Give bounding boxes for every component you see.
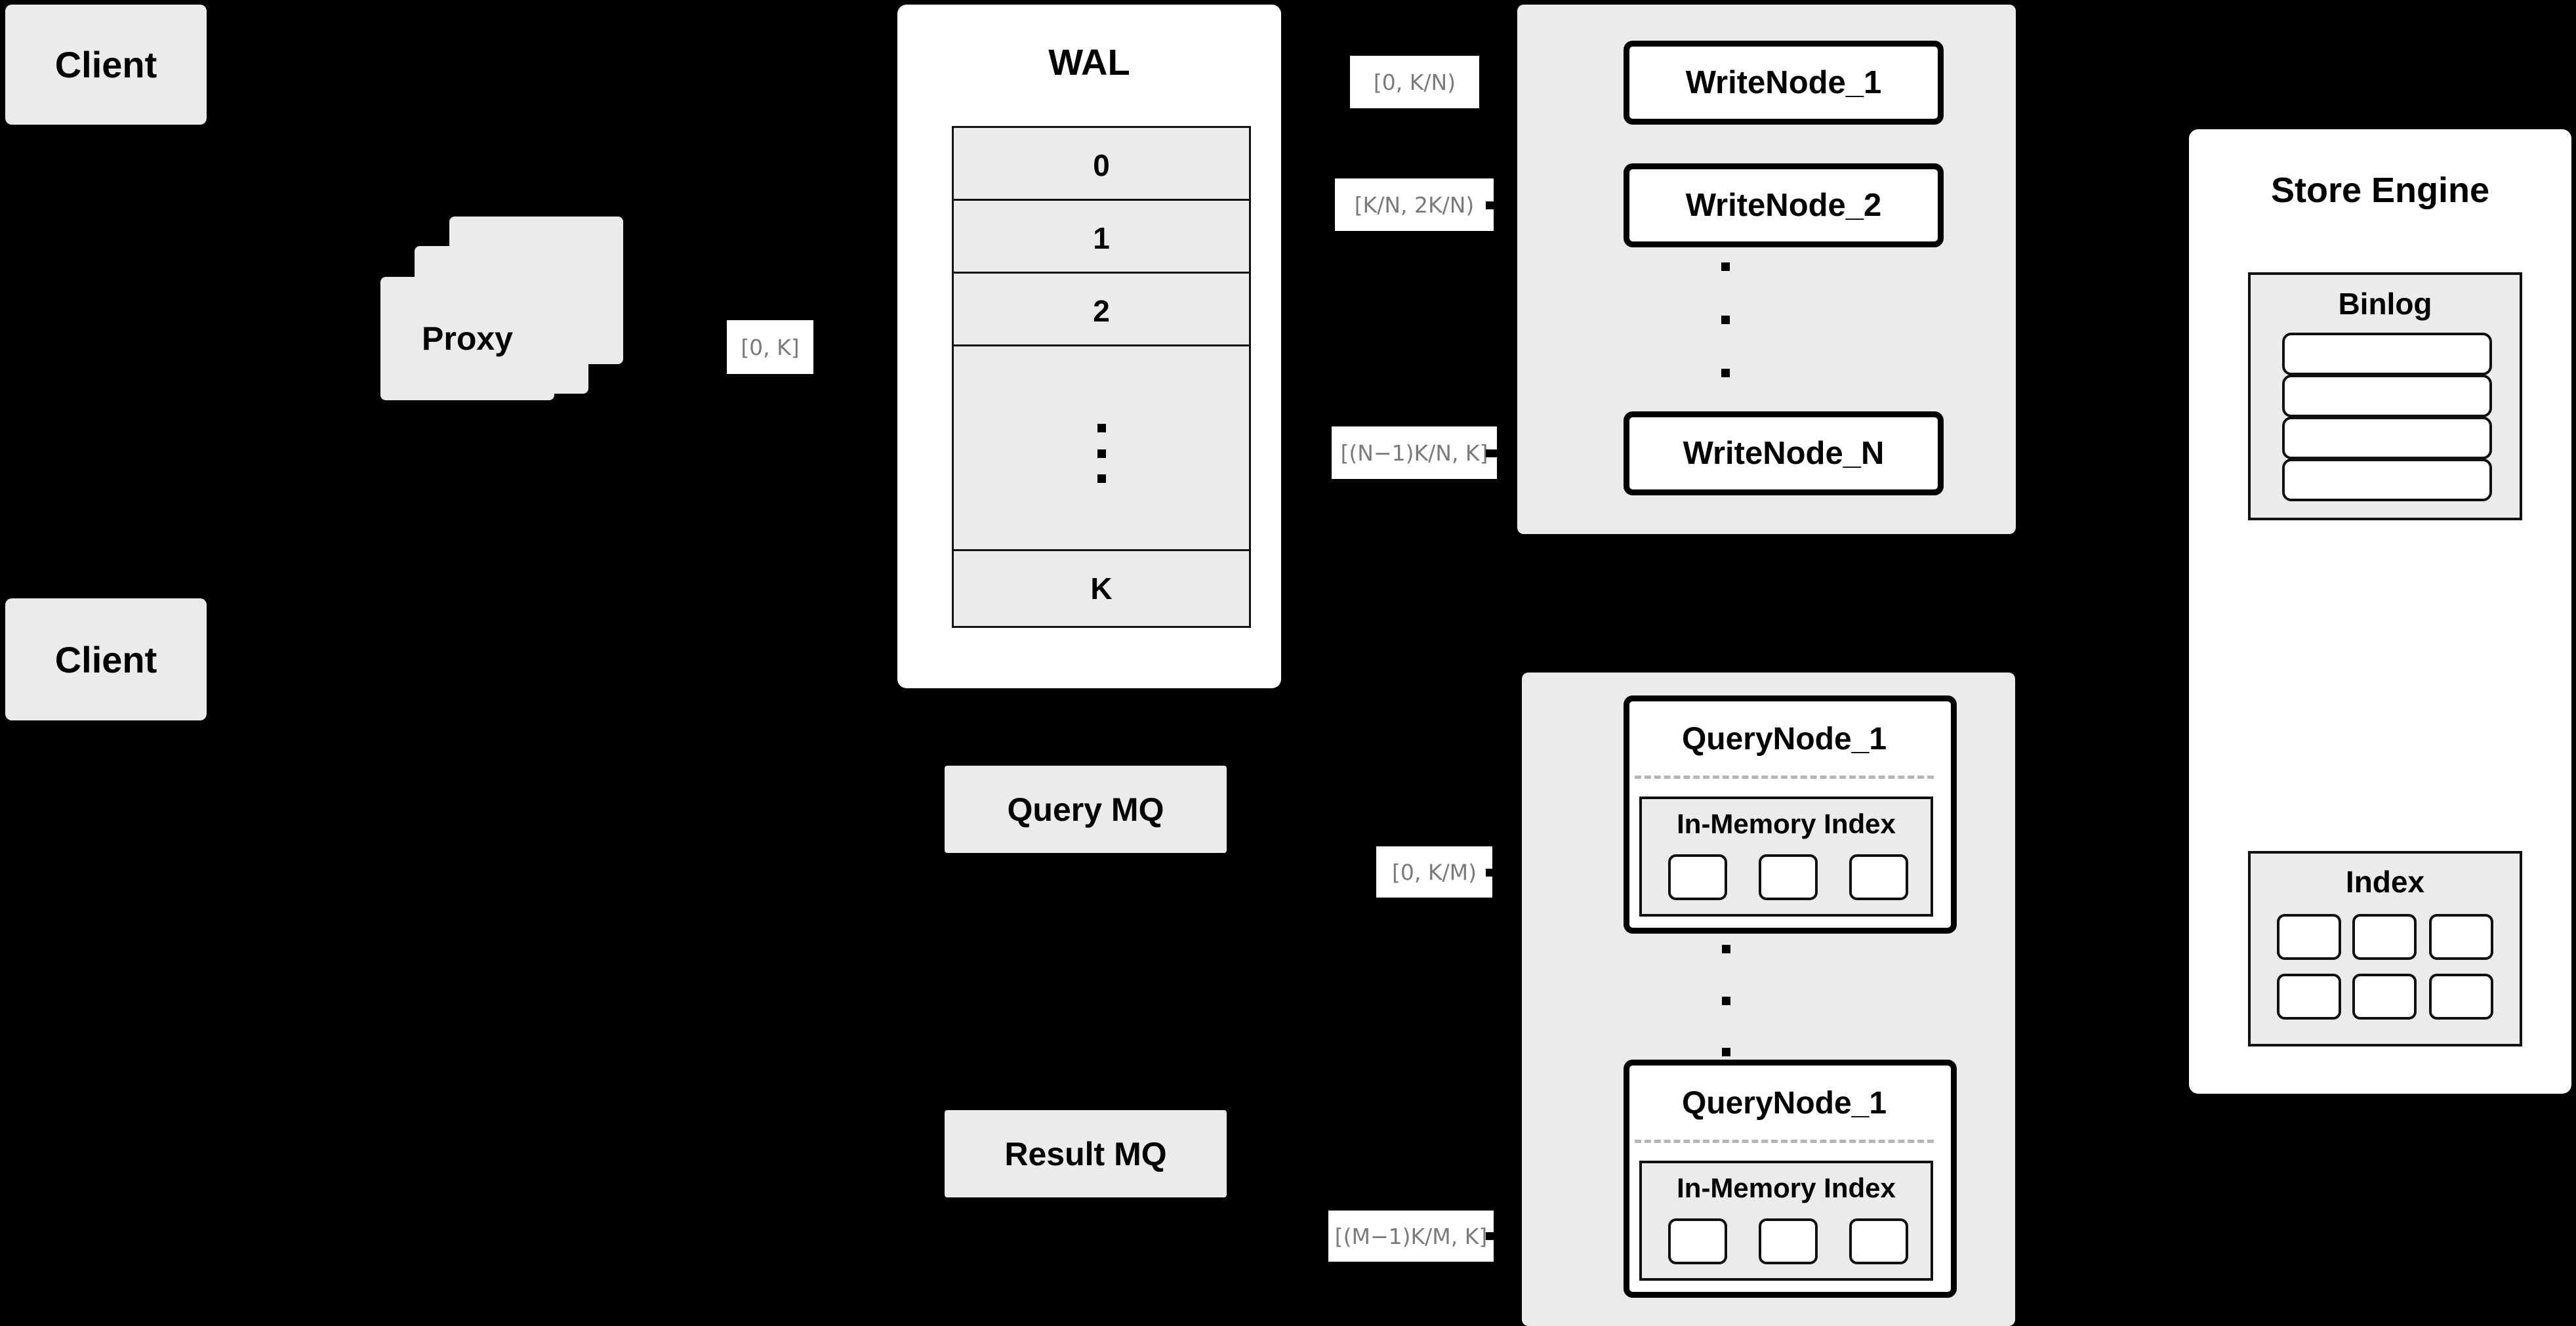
dot [1097, 449, 1106, 458]
binlog-row[interactable] [2282, 417, 2492, 459]
tag-query-node-m: [(M−1)K/M, K] [1328, 1211, 1494, 1262]
tag-query-node-1-text: [0, K/M) [1392, 859, 1477, 885]
index-slot[interactable] [1668, 854, 1727, 900]
query-mq-label: Query MQ [1007, 791, 1164, 828]
query-node-1-index-title: In-Memory Index [1677, 808, 1896, 839]
binlog-row[interactable] [2282, 333, 2492, 375]
wal-row-k[interactable]: K [952, 549, 1251, 628]
query-node-m-divider [1635, 1140, 1934, 1143]
write-node-cluster: WriteNode_1 WriteNode_2 WriteNode_N [1517, 5, 2016, 534]
result-mq-box[interactable]: Result MQ [945, 1110, 1227, 1197]
query-cluster-ellipsis-dots [1722, 945, 1730, 1056]
query-node-1-inmemory-index: In-Memory Index [1639, 797, 1933, 917]
wal-row-ellipsis [952, 344, 1251, 555]
store-index-slot[interactable] [2277, 914, 2341, 960]
query-node-1-title: QueryNode_1 [1681, 722, 1887, 756]
wal-ellipsis-dots [1097, 424, 1106, 483]
index-slot[interactable] [1668, 1218, 1727, 1264]
query-node-1[interactable]: QueryNode_1 In-Memory Index [1624, 695, 1957, 934]
store-engine-panel: Store Engine Binlog Index [2189, 129, 2571, 1094]
wal-row-0[interactable]: 0 [952, 126, 1251, 205]
wal-rows: 0 1 2 K [952, 126, 1251, 628]
write-node-1[interactable]: WriteNode_1 [1624, 41, 1944, 125]
index-slot[interactable] [1759, 1218, 1818, 1264]
query-node-m[interactable]: QueryNode_1 In-Memory Index [1624, 1060, 1957, 1298]
wal-title: WAL [1048, 41, 1130, 83]
binlog-box: Binlog [2248, 272, 2522, 520]
query-node-m-index-title: In-Memory Index [1677, 1172, 1896, 1203]
dot [1722, 945, 1730, 953]
wal-row-2[interactable]: 2 [952, 272, 1251, 350]
dot [1722, 996, 1730, 1005]
index-slot[interactable] [1759, 854, 1818, 900]
store-index-box: Index [2248, 851, 2522, 1046]
tag-proxy-to-wal-text: [0, K] [741, 334, 800, 360]
tag-query-node-1: [0, K/M) [1376, 846, 1492, 898]
query-node-m-inmemory-index: In-Memory Index [1639, 1161, 1933, 1281]
result-mq-label: Result MQ [1004, 1135, 1167, 1172]
store-index-slot[interactable] [2429, 914, 2493, 960]
store-index-title: Index [2345, 865, 2425, 899]
client-label-2: Client [54, 638, 157, 680]
store-index-slot[interactable] [2352, 914, 2417, 960]
client-label-1: Client [54, 44, 157, 85]
index-slot[interactable] [1849, 1218, 1908, 1264]
client-box-2[interactable]: Client [5, 598, 207, 720]
dot [1097, 424, 1106, 432]
proxy-card-front[interactable]: Proxy [380, 277, 554, 400]
write-node-2[interactable]: WriteNode_2 [1624, 163, 1944, 247]
binlog-row[interactable] [2282, 459, 2492, 501]
store-index-slot[interactable] [2429, 974, 2493, 1020]
proxy-label: Proxy [422, 320, 513, 357]
tag-write-node-1: [0, K/N) [1350, 56, 1479, 108]
tag-write-node-n-text: [(N−1)K/N, K] [1340, 440, 1488, 466]
store-index-slot[interactable] [2277, 974, 2341, 1020]
store-index-slot[interactable] [2352, 974, 2417, 1020]
dot [1721, 316, 1730, 324]
query-mq-box[interactable]: Query MQ [945, 766, 1227, 853]
wal-panel: WAL 0 1 2 K [897, 5, 1281, 688]
write-cluster-ellipsis-dots [1721, 262, 1730, 377]
tag-proxy-to-wal: [0, K] [727, 320, 813, 374]
wal-row-1[interactable]: 1 [952, 199, 1251, 278]
proxy-stack[interactable]: Proxy [380, 217, 669, 433]
tag-query-node-m-text: [(M−1)K/M, K] [1334, 1223, 1488, 1249]
tag-write-node-2: [K/N, 2K/N) [1335, 178, 1494, 231]
query-node-cluster: QueryNode_1 In-Memory Index QueryNode_1 [1522, 673, 2015, 1326]
index-slot[interactable] [1849, 854, 1908, 900]
dot [1722, 1048, 1730, 1056]
store-engine-title: Store Engine [2270, 171, 2490, 210]
tag-write-node-1-text: [0, K/N) [1373, 69, 1456, 95]
binlog-title: Binlog [2338, 287, 2432, 321]
client-box-1[interactable]: Client [5, 5, 207, 125]
query-node-1-divider [1635, 776, 1934, 779]
tag-write-node-n: [(N−1)K/N, K] [1332, 426, 1497, 479]
dot [1721, 369, 1730, 377]
write-node-n[interactable]: WriteNode_N [1624, 411, 1944, 495]
dot [1097, 474, 1106, 483]
query-node-m-title: QueryNode_1 [1681, 1086, 1887, 1121]
tag-write-node-2-text: [K/N, 2K/N) [1354, 192, 1475, 218]
dot [1721, 262, 1730, 271]
binlog-row[interactable] [2282, 375, 2492, 417]
